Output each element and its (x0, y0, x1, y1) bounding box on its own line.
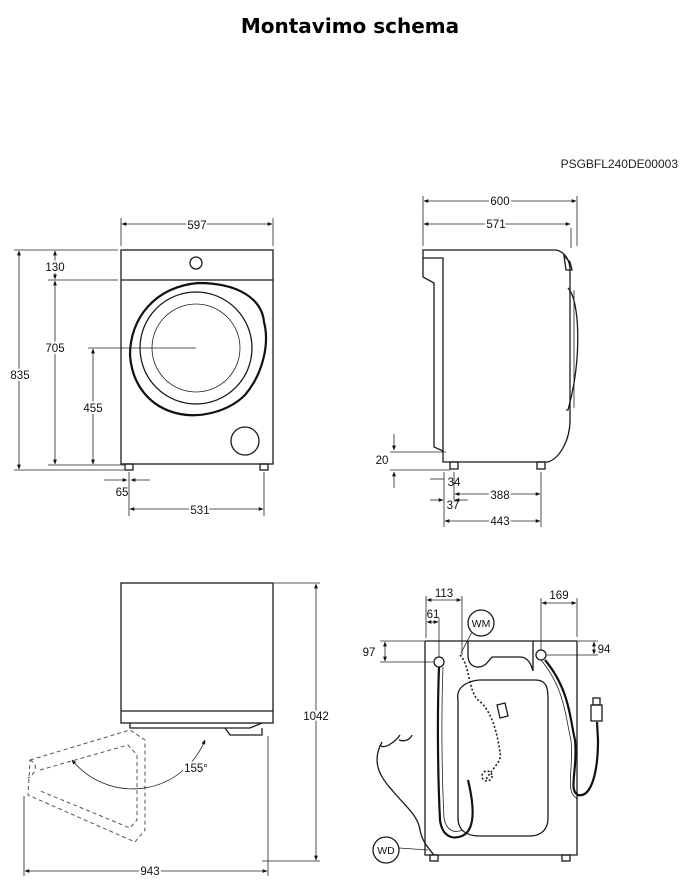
dim-side-foot-height: 20 (376, 455, 389, 467)
power-cable (376, 741, 435, 856)
dim-door-height: 705 (45, 343, 64, 355)
rear-hose-coil (544, 659, 600, 797)
dim-front-foot-span: 531 (190, 505, 209, 517)
rear-outlet-icon (535, 649, 547, 661)
dim-open-width: 943 (140, 866, 159, 878)
side-door-bulge (566, 287, 579, 411)
dim-right-offset: 169 (549, 590, 568, 602)
side-rear-foot (536, 461, 546, 470)
program-knob-icon (189, 256, 203, 270)
door-frame-outline (128, 281, 268, 417)
dim-side-front-offset: 37 (447, 500, 460, 512)
door-open-view: 155° 1042 943 (23, 582, 331, 880)
dim-open-height: 1042 (303, 711, 329, 723)
dim-side-depth-body: 571 (486, 219, 505, 231)
dim-opening-angle: 155° (184, 763, 208, 775)
power-plug-icon (379, 734, 413, 748)
dim-total-height: 835 (10, 370, 29, 382)
front-left-foot (124, 463, 134, 471)
door-open-inner (37, 744, 138, 829)
dim-right-height: 94 (598, 644, 611, 656)
front-body-outline (120, 249, 274, 465)
page-title: Montavimo schema (240, 14, 460, 38)
inlet-hose-dotted (459, 654, 502, 781)
door-closed-edge (129, 722, 263, 729)
side-front-foot (449, 461, 459, 470)
side-body-outline (422, 249, 571, 463)
side-top-knob (563, 254, 573, 271)
opening-arc (71, 739, 206, 790)
dim-side-foot-offset: 34 (448, 477, 461, 489)
dim-inlet-height: 97 (363, 647, 376, 659)
wd-marker (372, 836, 400, 864)
water-mains-label: WM (472, 618, 491, 630)
dim-front-width: 597 (187, 220, 206, 232)
drain-hose (436, 666, 474, 839)
front-view: 597 835 130 705 455 65 531 (8, 218, 274, 519)
waste-drain-label: WD (377, 845, 395, 857)
inlet-valve-icon (433, 656, 445, 668)
top-body-outline (120, 582, 274, 724)
dim-side-depth-base: 443 (490, 516, 509, 528)
drawing-code: PSGBFL240DE00003 (560, 157, 678, 171)
filter-cover-icon (230, 426, 260, 456)
hinge-detail (224, 727, 263, 736)
dim-top-panel: 130 (45, 262, 64, 274)
dim-door-center: 455 (83, 403, 102, 415)
dim-front-foot-offset: 65 (116, 487, 129, 499)
rear-right-foot (561, 854, 571, 862)
side-view: 600 571 20 34 388 37 443 (376, 194, 579, 530)
rear-left-foot (429, 854, 439, 862)
dim-side-foot-span: 388 (490, 490, 509, 502)
dim-side-depth-total: 600 (490, 196, 509, 208)
dim-inlet-center: 61 (427, 609, 440, 621)
rear-view: WM WD 113 61 169 97 94 (363, 588, 611, 864)
side-front-bump (422, 258, 444, 452)
rear-body-outline (424, 640, 578, 856)
rear-panel-recess (457, 679, 549, 837)
front-right-foot (259, 463, 269, 471)
hose-connector-icon (496, 702, 509, 719)
rear-top-notch (467, 641, 534, 672)
hose-plug-icon (590, 704, 603, 722)
dim-inlet-offset: 113 (435, 588, 453, 600)
wm-marker (467, 609, 495, 637)
door-open-outline (27, 729, 146, 843)
